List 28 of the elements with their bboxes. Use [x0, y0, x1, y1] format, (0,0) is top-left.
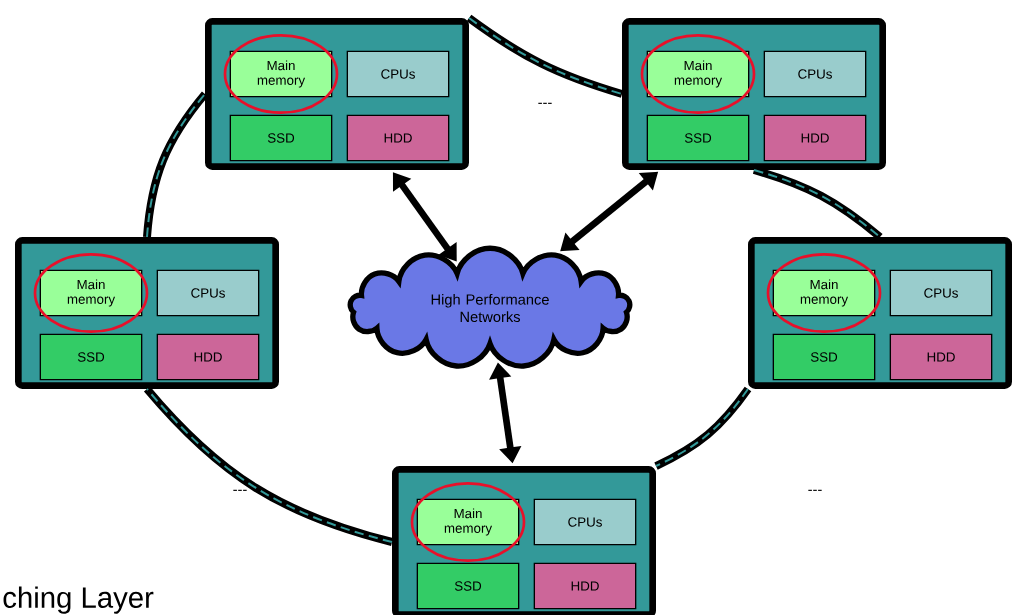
component-box: CPUs	[763, 50, 867, 98]
component-box: Main memory	[39, 269, 143, 317]
component-box: CPUs	[346, 50, 450, 98]
component-box: SSD	[229, 114, 333, 162]
ellipsis-text: ---	[808, 489, 822, 491]
component-box: SSD	[39, 333, 143, 381]
network-link	[144, 386, 394, 546]
component-box: SSD	[772, 333, 876, 381]
component-box: Main memory	[646, 50, 750, 98]
component-box: SSD	[646, 114, 750, 162]
component-box: HDD	[533, 562, 637, 610]
component-box: Main memory	[229, 50, 333, 98]
component-box: CPUs	[533, 498, 637, 546]
component-box: CPUs	[156, 269, 260, 317]
component-box: HDD	[346, 114, 450, 162]
component-box: CPUs	[889, 269, 993, 317]
component-box: Main memory	[772, 269, 876, 317]
component-box: HDD	[763, 114, 867, 162]
component-box: SSD	[416, 562, 520, 610]
component-box: HDD	[889, 333, 993, 381]
component-box: HDD	[156, 333, 260, 381]
ellipsis-text: ---	[538, 102, 552, 104]
component-box: Main memory	[416, 498, 520, 546]
ellipsis-text: ---	[233, 489, 247, 491]
network-link	[654, 386, 752, 470]
cloud: High Performance Networks	[347, 245, 633, 369]
caption-text: ching Layer	[3, 586, 154, 614]
network-link	[466, 14, 624, 98]
